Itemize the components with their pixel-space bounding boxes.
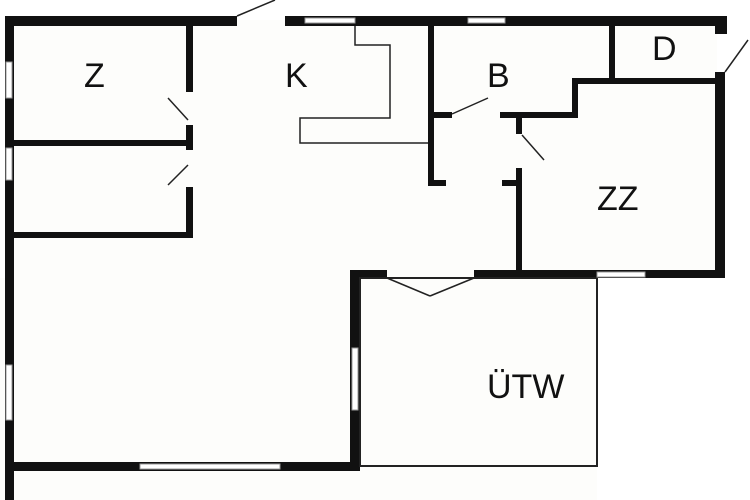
room-label-d: D	[652, 30, 677, 68]
room-label-k: K	[285, 57, 308, 95]
room-label-z: Z	[84, 57, 105, 95]
kitchen-counter	[299, 26, 428, 144]
room-label-zz: ZZ	[597, 180, 639, 218]
windows	[5, 17, 723, 470]
doors	[167, 0, 749, 297]
room-label-b: B	[487, 57, 510, 95]
room-label-utw: ÜTW	[487, 368, 564, 406]
